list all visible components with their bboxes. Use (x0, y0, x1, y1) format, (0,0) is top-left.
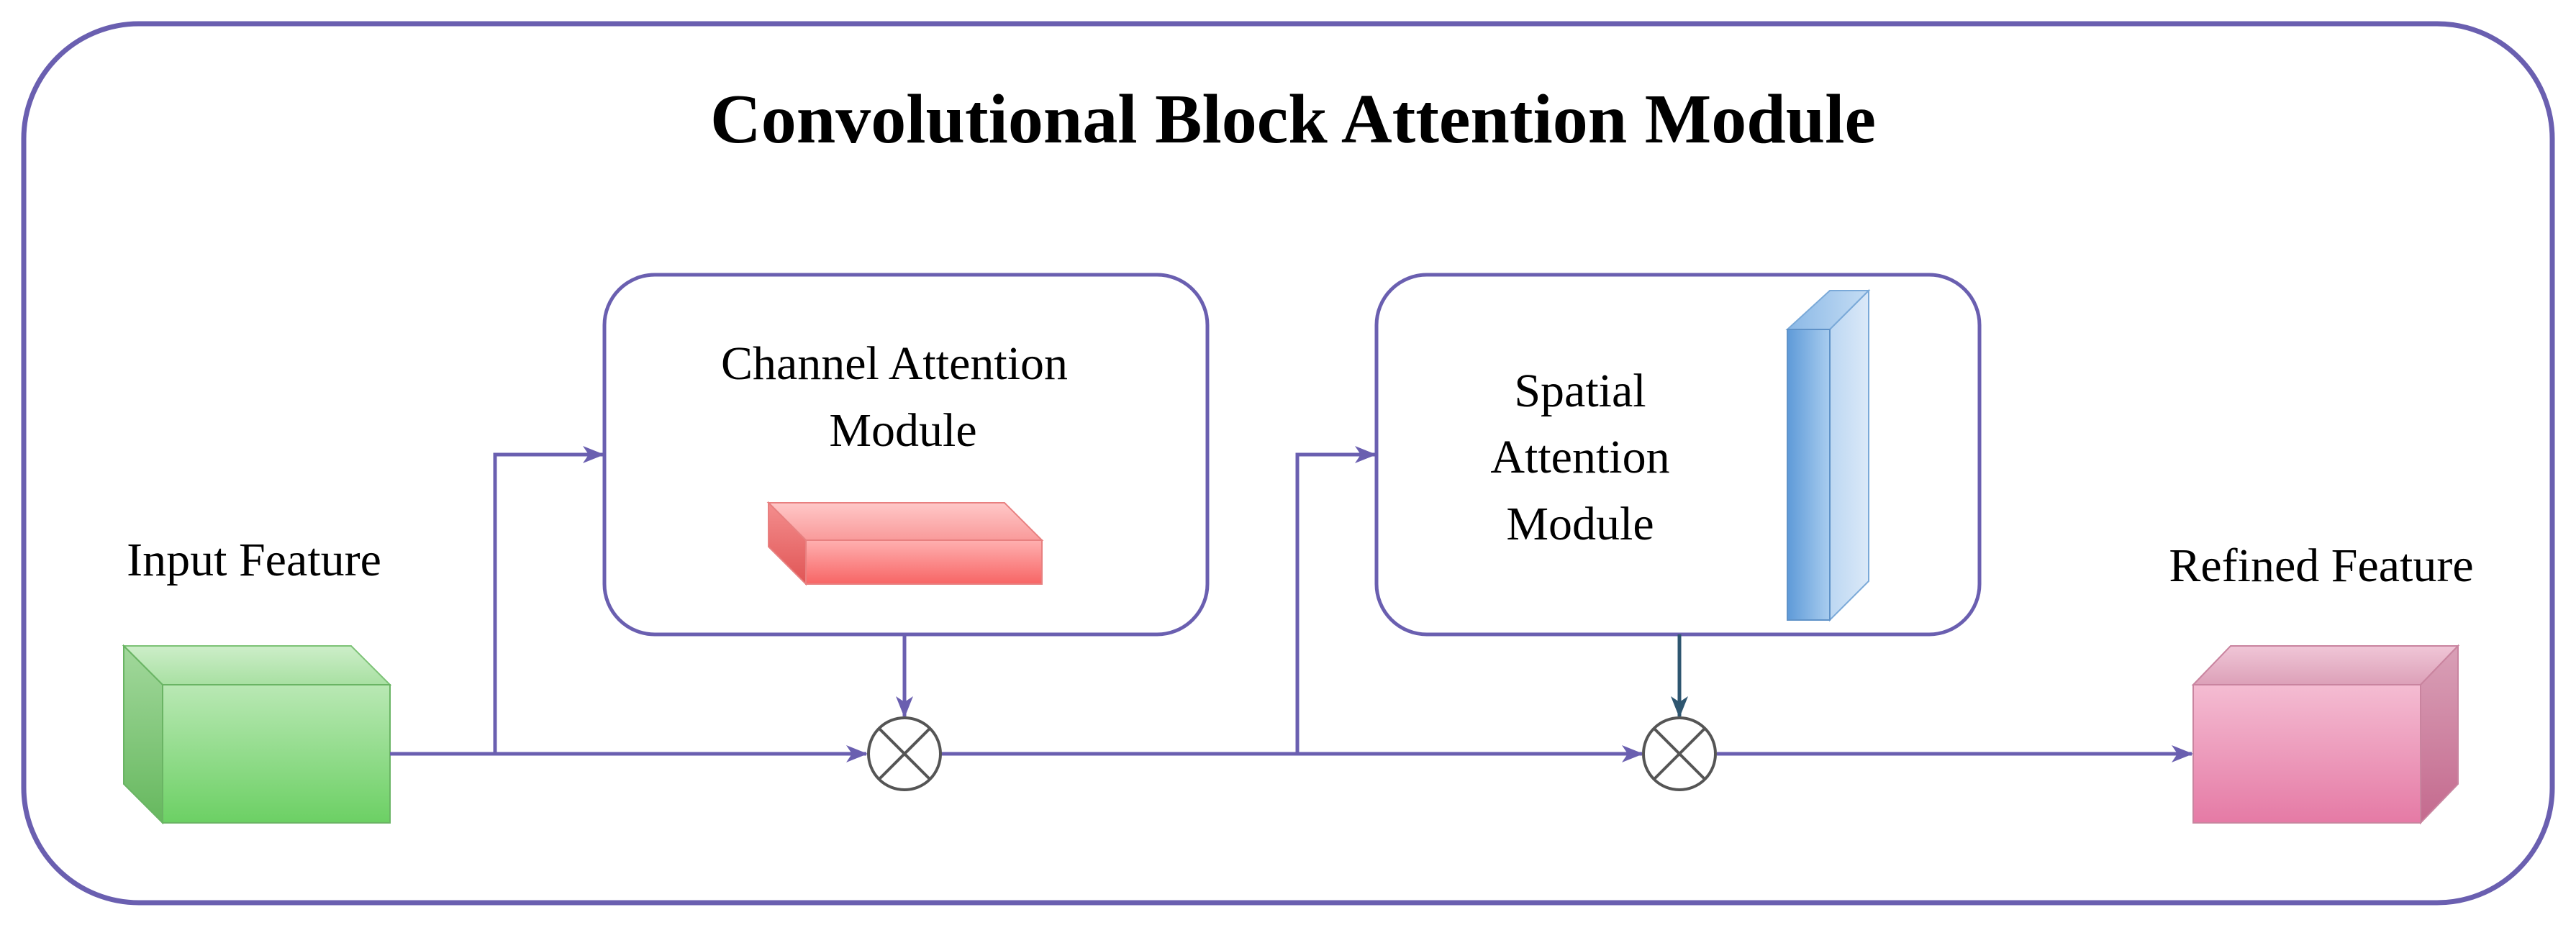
refined-feature-cube (2191, 644, 2460, 825)
channel-attention-block (766, 501, 1044, 586)
connectors (390, 446, 2193, 762)
arrow-to-spatial (1295, 446, 1377, 754)
multiply-operator-2 (1642, 716, 1717, 791)
spatial-attention-box (1374, 273, 1982, 637)
channel-attention-label-line2: Module (829, 404, 976, 457)
arrow-input-to-channel (493, 446, 604, 754)
multiply-operator-1 (867, 716, 942, 791)
diagram-title: Convolutional Block Attention Module (710, 81, 1876, 158)
spatial-attention-block (1785, 288, 1871, 622)
channel-attention-label-line1: Channel Attention (721, 337, 1068, 390)
input-feature-label: Input Feature (127, 534, 381, 586)
spatial-attention-label-line1: Spatial (1514, 365, 1646, 417)
refined-feature-label: Refined Feature (2169, 539, 2473, 592)
input-feature-cube (122, 644, 392, 825)
spatial-attention-label-line2: Attention (1490, 431, 1669, 483)
outer-frame (21, 21, 2555, 906)
spatial-attention-label-line3: Module (1506, 498, 1654, 550)
